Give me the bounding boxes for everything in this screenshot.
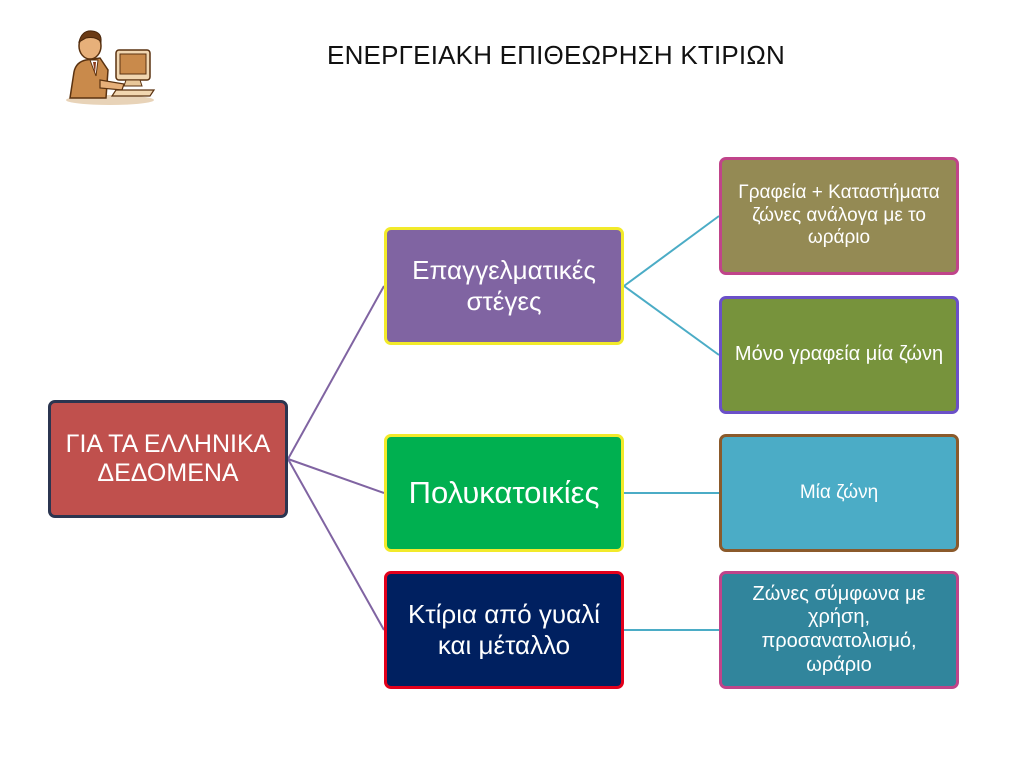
connector-root-commercial [287,285,385,460]
office-worker-clipart [66,30,156,105]
branch-node-apartments: Πολυκατοικίες [384,434,624,552]
leaf-node-zones-usage: Ζώνες σύμφωνα με χρήση, προσανατολισμό, … [719,571,959,689]
root-node: ΓΙΑ ΤΑ ΕΛΛΗΝΙΚΑ ΔΕΔΟΜΕΝΑ [48,400,288,518]
connector-root-apartments [287,458,385,494]
leaf-node-offices-shops: Γραφεία + Καταστήματα ζώνες ανάλογα με τ… [719,157,959,275]
leaf-node-offices-only: Μόνο γραφεία μία ζώνη [719,296,959,414]
leaf-node-one-zone: Μία ζώνη [719,434,959,552]
connector-root-glass [287,458,385,631]
connector-commercial-offices-shops [623,215,720,287]
connector-commercial-offices-only [623,285,720,356]
branch-node-commercial: Επαγγελματικές στέγες [384,227,624,345]
slide-title: ΕΝΕΡΓΕΙΑΚΗ ΕΠΙΘΕΩΡΗΣΗ ΚΤΙΡΙΩΝ [327,40,785,70]
branch-node-glass-metal: Κτίρια από γυαλί και μέταλλο [384,571,624,689]
